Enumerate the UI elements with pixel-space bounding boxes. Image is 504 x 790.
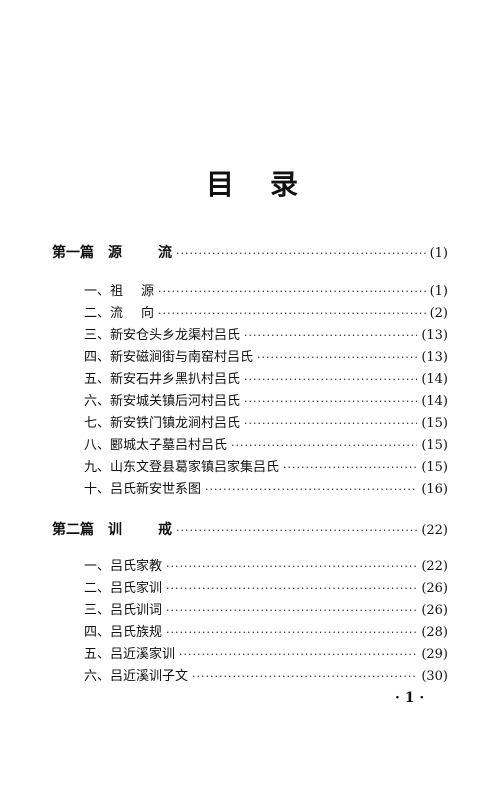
item-page: (13)	[421, 328, 448, 343]
toc-item: 一、吕氏家教 (22)	[84, 557, 448, 577]
leader-dots	[176, 244, 426, 264]
item-page: (2)	[429, 306, 448, 321]
leader-dots	[244, 370, 417, 390]
item-page: (14)	[421, 372, 448, 387]
item-label: 向	[141, 306, 155, 321]
leader-dots	[158, 282, 426, 302]
chapter-page: (1)	[429, 246, 448, 261]
item-label: 源	[141, 284, 155, 299]
item-page: (30)	[421, 669, 448, 684]
leader-dots	[244, 414, 417, 434]
toc-item: 二、吕氏家训 (26)	[84, 579, 448, 599]
item-label: 四、吕氏族规	[84, 625, 163, 640]
item-page: (14)	[421, 394, 448, 409]
item-page: (28)	[421, 625, 448, 640]
leader-dots	[166, 601, 417, 621]
toc-item: 五、吕近溪家训 (29)	[84, 645, 448, 665]
leader-dots	[166, 579, 417, 599]
chapter-title-part: 训	[108, 522, 122, 538]
leader-dots	[179, 645, 417, 665]
toc-item: 八、郾城太子墓吕村吕氏 (15)	[84, 436, 448, 456]
item-page: (15)	[421, 416, 448, 431]
leader-dots	[244, 326, 417, 346]
item-page: (29)	[421, 647, 448, 662]
item-label: 三、吕氏训词	[84, 603, 163, 618]
toc-item: 四、新安磁涧街与南窑村吕氏 (13)	[84, 348, 448, 368]
item-page: (15)	[421, 438, 448, 453]
item-label: 二、吕氏家训	[84, 581, 163, 596]
item-label: 六、吕近溪训子文	[84, 669, 189, 684]
item-page: (15)	[421, 460, 448, 475]
toc-item: 六、吕近溪训子文 (30)	[84, 667, 448, 687]
leader-dots	[283, 458, 417, 478]
toc-item: 九、山东文登县葛家镇吕家集吕氏 (15)	[84, 458, 448, 478]
leader-dots	[158, 304, 426, 324]
toc-item: 四、吕氏族规 (28)	[84, 623, 448, 643]
chapter-title-part: 流	[158, 245, 172, 261]
toc-item: 一、祖 源 (1)	[84, 282, 448, 302]
item-label: 八、郾城太子墓吕村吕氏	[84, 438, 228, 453]
item-page: (16)	[421, 482, 448, 497]
item-page: (26)	[421, 603, 448, 618]
chapter-title-part: 源	[108, 245, 122, 261]
chapter-page: (22)	[421, 523, 448, 538]
item-label: 二、流	[84, 306, 124, 321]
leader-dots	[244, 392, 417, 412]
chapter-number: 第二篇	[52, 522, 94, 538]
page-number: · 1 ·	[395, 690, 425, 706]
toc-item: 十、吕氏新安世系图 (16)	[84, 480, 448, 500]
item-page: (13)	[421, 350, 448, 365]
chapter-title-part: 戒	[158, 522, 172, 538]
toc-title-char-1: 目	[205, 168, 234, 201]
item-label: 三、新安仓头乡龙渠村吕氏	[84, 328, 241, 343]
item-label: 六、新安城关镇后河村吕氏	[84, 394, 241, 409]
item-page: (1)	[429, 284, 448, 299]
item-label: 七、新安铁门镇龙涧村吕氏	[84, 416, 241, 431]
toc-item: 五、新安石井乡黑扒村吕氏 (14)	[84, 370, 448, 390]
leader-dots	[192, 667, 417, 687]
item-label: 四、新安磁涧街与南窑村吕氏	[84, 350, 254, 365]
item-label: 九、山东文登县葛家镇吕家集吕氏	[84, 460, 280, 475]
leader-dots	[257, 348, 417, 368]
toc-chapter-2: 第二篇 训 戒 (22)	[52, 520, 448, 540]
item-label: 一、祖	[84, 284, 124, 299]
toc-item: 七、新安铁门镇龙涧村吕氏 (15)	[84, 414, 448, 434]
leader-dots	[166, 623, 417, 643]
item-page: (22)	[421, 559, 448, 574]
toc-item: 二、流 向 (2)	[84, 304, 448, 324]
item-label: 十、吕氏新安世系图	[84, 482, 202, 497]
leader-dots	[166, 557, 417, 577]
leader-dots	[231, 436, 417, 456]
toc-item: 三、吕氏训词 (26)	[84, 601, 448, 621]
item-label: 五、新安石井乡黑扒村吕氏	[84, 372, 241, 387]
toc-chapter-1: 第一篇 源 流 (1)	[52, 243, 448, 263]
item-label: 五、吕近溪家训	[84, 647, 176, 662]
leader-dots	[205, 480, 417, 500]
toc-item: 六、新安城关镇后河村吕氏 (14)	[84, 392, 448, 412]
chapter-number: 第一篇	[52, 245, 94, 261]
toc-item: 三、新安仓头乡龙渠村吕氏 (13)	[84, 326, 448, 346]
item-label: 一、吕氏家教	[84, 559, 163, 574]
item-page: (26)	[421, 581, 448, 596]
toc-title-char-2: 录	[270, 168, 299, 201]
leader-dots	[176, 521, 417, 541]
toc-title: 目录	[0, 163, 504, 203]
